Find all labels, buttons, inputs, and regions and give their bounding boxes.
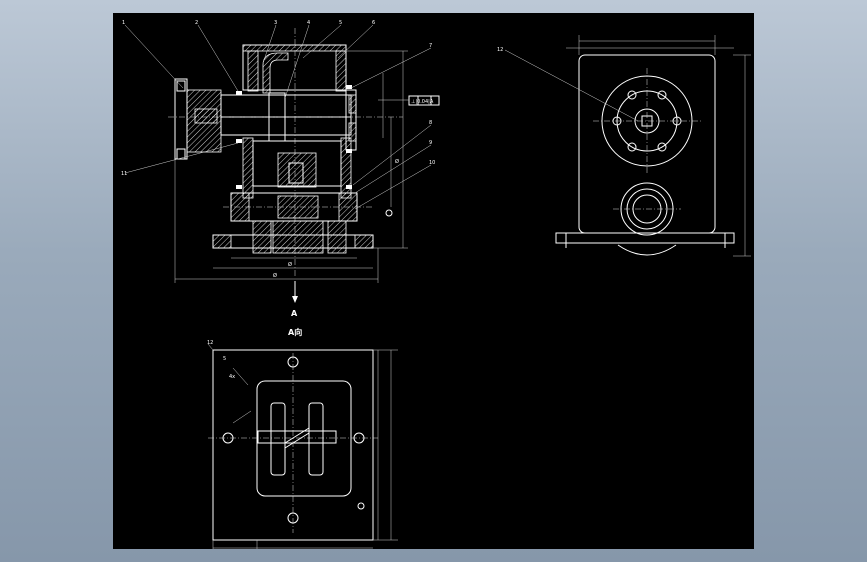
svg-text:11: 11 — [121, 171, 127, 177]
lower-flange-skirt — [617, 244, 677, 256]
svg-text:Ø: Ø — [273, 272, 277, 279]
callout-12: 12 — [497, 47, 503, 53]
worm-wheel-hub — [277, 152, 317, 188]
housing-upper — [242, 44, 347, 91]
roller-right — [308, 402, 324, 476]
housing-top-wall — [242, 44, 347, 52]
svg-text:1: 1 — [122, 20, 125, 26]
svg-text:Ø: Ø — [395, 158, 399, 165]
svg-text:5: 5 — [339, 20, 342, 26]
right-cover-seal-bottom — [348, 122, 357, 142]
coupling-key — [194, 108, 218, 124]
flange-bolt-bottom — [176, 148, 186, 160]
svg-text:4: 4 — [307, 20, 310, 26]
side-view: 12 — [497, 35, 751, 257]
input-shaft-lower — [220, 116, 352, 136]
cad-drawing-viewport[interactable]: Ø Ø Ø ⊥|0.04|A 1 2 3 4 5 6 — [113, 13, 754, 549]
callouts: 1 2 3 4 5 6 7 8 9 10 11 — [121, 20, 435, 210]
housing-left-wall — [247, 50, 259, 92]
section-view: Ø Ø Ø ⊥|0.04|A 1 2 3 4 5 6 — [121, 20, 440, 318]
view-direction-label: A — [291, 309, 298, 318]
base-leg-right — [327, 220, 347, 254]
base-plate-left-hatch — [212, 234, 232, 249]
housing-lower-left-wall — [242, 137, 254, 199]
svg-text:4x: 4x — [229, 374, 235, 380]
housing-right-wall — [335, 50, 347, 92]
svg-text:10: 10 — [429, 160, 435, 166]
roller-left — [270, 402, 286, 476]
svg-text:Ø: Ø — [288, 261, 292, 268]
tolerance-frame-text: ⊥|0.04|A — [411, 99, 434, 105]
svg-text:6: 6 — [372, 20, 375, 26]
svg-text:2: 2 — [195, 20, 198, 26]
view-a: A向 12 5 4x — [207, 327, 398, 549]
svg-text:3: 3 — [274, 20, 277, 26]
right-cover-seal-top — [348, 94, 357, 114]
view-a-title: A向 — [288, 327, 302, 337]
svg-text:5: 5 — [223, 356, 226, 362]
svg-text:12: 12 — [207, 340, 213, 346]
vertical-shaft — [268, 92, 286, 142]
cad-drawing: Ø Ø Ø ⊥|0.04|A 1 2 3 4 5 6 — [121, 20, 751, 549]
svg-text:7: 7 — [429, 43, 432, 49]
input-shaft-upper — [220, 94, 352, 118]
tolerance-frame — [408, 95, 440, 106]
base-leg-left — [252, 220, 272, 254]
roller-axle — [257, 430, 337, 444]
base-pocket — [256, 380, 352, 497]
base-plate-outline — [212, 349, 374, 541]
inlet-bend — [262, 52, 289, 94]
svg-text:8: 8 — [429, 120, 432, 126]
side-base — [555, 232, 735, 244]
flange-bolt-top — [176, 80, 186, 92]
worm-wheel-bore — [288, 162, 304, 184]
svg-text:9: 9 — [429, 140, 432, 146]
base-plate-right-hatch — [354, 234, 374, 249]
